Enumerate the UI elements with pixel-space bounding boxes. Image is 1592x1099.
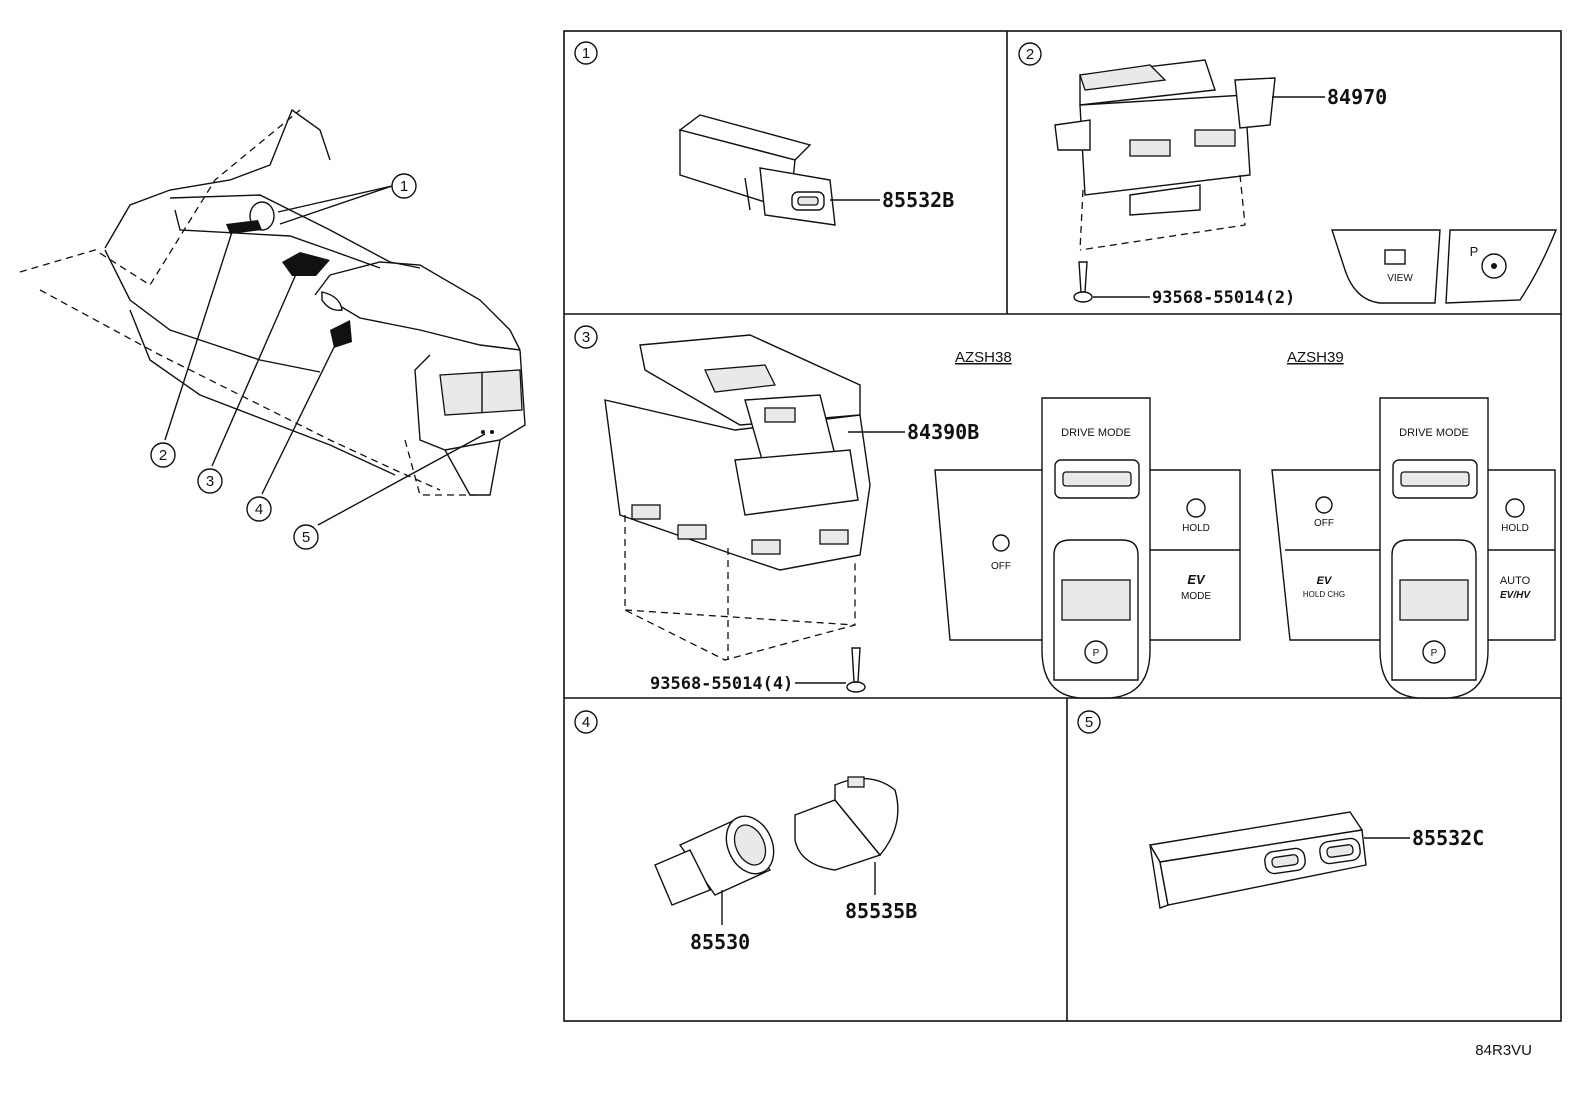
screw-icon: [846, 647, 866, 693]
svg-text:P: P: [1431, 648, 1438, 659]
overview-callout-2: 2: [150, 442, 176, 468]
part-84970-switch-assembly: [1054, 59, 1276, 216]
svg-text:EV: EV: [1317, 575, 1333, 587]
svg-text:HOLD: HOLD: [1501, 523, 1529, 534]
svg-text:DRIVE MODE: DRIVE MODE: [1061, 427, 1131, 439]
svg-text:OFF: OFF: [991, 561, 1011, 572]
part-85532B-usb-port: [678, 114, 836, 226]
svg-text:5: 5: [1085, 714, 1093, 731]
part-85532C-usb-dual-port: [1148, 811, 1367, 909]
part-label-84970: 84970: [1327, 85, 1387, 109]
panel-1: 1 85532B: [574, 41, 954, 226]
part-label-93568-55014-4: 93568-55014(4): [650, 674, 793, 694]
part-label-93568-55014-2: 93568-55014(2): [1152, 288, 1295, 308]
park-steering-button: P: [1445, 229, 1558, 304]
svg-text:2: 2: [159, 447, 167, 464]
part-label-85532C: 85532C: [1412, 826, 1484, 850]
overview-callout-1: 1: [391, 173, 417, 199]
svg-text:P: P: [1470, 244, 1479, 259]
svg-text:OFF: OFF: [1314, 518, 1334, 529]
svg-text:AZSH39: AZSH39: [1287, 349, 1344, 366]
svg-text:4: 4: [582, 714, 590, 731]
svg-text:AZSH38: AZSH38: [955, 349, 1012, 366]
svg-text:3: 3: [206, 473, 214, 490]
svg-text:DRIVE MODE: DRIVE MODE: [1399, 427, 1469, 439]
part-label-85535B: 85535B: [845, 899, 917, 923]
panel-5: 5 85532C: [1077, 710, 1484, 909]
panel-4: 4 85530 85535B: [574, 710, 917, 954]
part-label-85530: 85530: [690, 930, 750, 954]
svg-text:1: 1: [582, 45, 590, 62]
svg-text:EV: EV: [1187, 572, 1206, 587]
overview-callout-3: 3: [197, 468, 223, 494]
svg-text:P: P: [1093, 648, 1100, 659]
svg-text:VIEW: VIEW: [1387, 273, 1413, 284]
part-label-84390B: 84390B: [907, 420, 979, 444]
svg-text:HOLD: HOLD: [1182, 523, 1210, 534]
part-85535B-cap: [794, 776, 899, 871]
part-85530-socket: [654, 815, 775, 906]
svg-text:1: 1: [400, 178, 408, 195]
variant-azsh38: AZSH38 DRIVE MODE P OFF HOLD EV MODE: [934, 349, 1241, 699]
overview-callout-5: 5: [293, 524, 319, 550]
svg-text:MODE: MODE: [1181, 591, 1211, 602]
variant-azsh39: AZSH39 DRIVE MODE P OFF EV HOLD CHG HOLD…: [1271, 349, 1556, 699]
svg-text:2: 2: [1026, 46, 1034, 63]
console-overview: [19, 108, 526, 526]
panel-2: 2 84970 93568-55014(2) VIEW P: [1018, 42, 1558, 308]
diagram-code: 84R3VU: [1475, 1042, 1532, 1059]
part-label-85532B: 85532B: [882, 188, 954, 212]
svg-text:AUTO: AUTO: [1500, 575, 1531, 587]
panel-3: 3 84390B 93568-55014(4) AZSH38: [574, 325, 1556, 699]
view-button: VIEW: [1331, 229, 1441, 304]
svg-text:4: 4: [255, 501, 263, 518]
overview-callout-4: 4: [246, 496, 272, 522]
svg-text:5: 5: [302, 529, 310, 546]
svg-text:EV/HV: EV/HV: [1500, 590, 1531, 601]
svg-text:3: 3: [582, 329, 590, 346]
screw-icon: [1073, 261, 1093, 303]
part-84390B-shifter-assembly: [604, 334, 871, 571]
panel-frame: [563, 30, 1562, 1022]
svg-text:HOLD CHG: HOLD CHG: [1303, 590, 1345, 599]
